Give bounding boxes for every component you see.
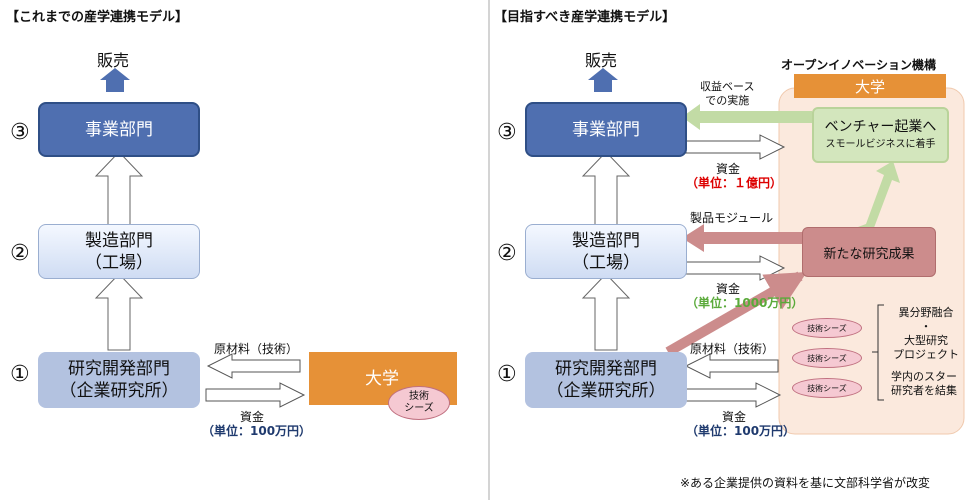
right-kenkyu-label: 研究開発部門 <box>555 359 657 379</box>
left-jigyo-box: 事業部門 <box>38 102 200 157</box>
right-seeds-ellipse-2: 技術シーズ <box>792 348 862 368</box>
left-number-3: ③ <box>10 120 30 145</box>
right-number-1: ① <box>497 362 517 387</box>
right-seizo-box: 製造部門 （工場） <box>525 224 687 279</box>
revenue-label-line2: での実施 <box>705 94 750 107</box>
right-kenkyu-sublabel: （企業研究所） <box>546 381 666 401</box>
left-sales-label: 販売 <box>97 51 130 70</box>
left-funds-unit: （単位：100万円） <box>202 424 312 438</box>
right-jigyo-label: 事業部門 <box>572 119 640 140</box>
left-arrow-kenkyu-to-seizo <box>94 273 144 351</box>
left-seeds-ellipse: 技術 シーズ <box>388 386 450 420</box>
left-university-label: 大学 <box>365 369 399 389</box>
left-seeds-label-1: 技術 <box>409 391 429 402</box>
right-funds-mid-unit: （単位：1000万円） <box>686 296 804 310</box>
right-seeds-ellipse-1: 技術シーズ <box>792 318 862 338</box>
right-arrow-seizo-to-jigyo <box>581 151 631 229</box>
right-number-2: ② <box>497 241 517 266</box>
venture-label: ベンチャー起業へ <box>824 119 937 135</box>
right-seeds-ellipse-3: 技術シーズ <box>792 378 862 398</box>
right-sales-label: 販売 <box>585 51 618 70</box>
star-line-2: 研究者を結集 <box>891 384 957 397</box>
open-innovation-title: オープンイノベーション機構 <box>781 58 937 72</box>
right-kenkyu-box: 研究開発部門 （企業研究所） <box>525 352 687 408</box>
seeds-bracket <box>872 304 884 401</box>
right-funds-bottom-label: 資金 <box>722 410 747 424</box>
right-funds-bottom-unit: （単位：100万円） <box>686 424 796 438</box>
left-kenkyu-label: 研究開発部門 <box>68 359 170 379</box>
right-funds-mid-arrow <box>685 255 786 281</box>
green-arrow-venture-to-jigyo <box>682 104 812 130</box>
left-kenkyu-sublabel: （企業研究所） <box>59 381 179 401</box>
right-raw-material-arrow <box>684 353 779 379</box>
rose-arrow-results-to-seizo <box>682 224 802 252</box>
right-number-3: ③ <box>497 120 517 145</box>
project-line-2: ・ <box>920 320 932 333</box>
left-jigyo-label: 事業部門 <box>85 119 153 140</box>
left-seeds-label-2: シーズ <box>404 403 434 414</box>
star-line-1: 学内のスター <box>891 370 957 383</box>
project-line-1: 異分野融合 <box>898 306 954 319</box>
product-module-label: 製品モジュール <box>690 211 774 225</box>
project-description: 異分野融合 ・ 大型研究 プロジェクト <box>888 306 964 362</box>
footnote: ※ある企業提供の資料を基に文部科学省が改変 <box>680 476 931 490</box>
revenue-label-line1: 収益ベース <box>700 80 755 93</box>
revenue-label: 収益ベース での実施 <box>700 80 754 108</box>
right-funds-top-unit: （単位：１億円） <box>686 176 783 190</box>
right-funds-top-label: 資金 <box>716 162 741 176</box>
star-description: 学内のスター 研究者を結集 <box>884 370 964 398</box>
left-arrow-seizo-to-jigyo <box>94 151 144 229</box>
green-arrow-results-to-venture <box>858 161 900 233</box>
left-number-1: ① <box>10 362 30 387</box>
right-funds-mid-label: 資金 <box>716 282 741 296</box>
project-line-3: 大型研究 <box>904 334 948 347</box>
right-university-label: 大学 <box>854 77 885 96</box>
venture-box: ベンチャー起業へ スモールビジネスに着手 <box>812 107 949 163</box>
left-number-2: ② <box>10 241 30 266</box>
right-funds-top-arrow <box>685 134 786 160</box>
right-jigyo-box: 事業部門 <box>525 102 687 157</box>
right-university-box: 大学 <box>794 74 946 98</box>
right-sales-arrow <box>588 68 618 92</box>
right-seeds-label-2: 技術シーズ <box>807 353 847 363</box>
left-sales-arrow <box>100 68 130 92</box>
rose-arrow-kenkyu-to-results <box>665 271 807 357</box>
right-arrow-kenkyu-to-seizo <box>581 273 631 351</box>
right-seizo-sublabel: （工場） <box>572 252 640 273</box>
left-funds-arrow <box>205 382 306 408</box>
left-seizo-box: 製造部門 （工場） <box>38 224 200 279</box>
right-seizo-label: 製造部門 <box>572 230 640 251</box>
left-panel-title: 【これまでの産学連携モデル】 <box>6 10 189 25</box>
left-seizo-sublabel: （工場） <box>85 252 153 273</box>
right-raw-material-label: 原材料（技術） <box>690 342 775 356</box>
right-funds-bottom-arrow <box>685 382 782 408</box>
right-panel-title: 【目指すべき産学連携モデル】 <box>494 10 676 25</box>
venture-sublabel: スモールビジネスに着手 <box>825 139 936 150</box>
right-seeds-label-1: 技術シーズ <box>807 323 847 333</box>
left-kenkyu-box: 研究開発部門 （企業研究所） <box>38 352 200 408</box>
new-results-label: 新たな研究成果 <box>823 246 915 262</box>
left-raw-material-label: 原材料（技術） <box>214 342 299 356</box>
right-seeds-label-3: 技術シーズ <box>807 383 847 393</box>
left-seizo-label: 製造部門 <box>85 230 153 251</box>
new-results-box: 新たな研究成果 <box>802 227 936 277</box>
left-raw-material-arrow <box>206 353 301 379</box>
left-funds-label: 資金 <box>240 410 265 424</box>
project-line-4: プロジェクト <box>893 348 959 361</box>
